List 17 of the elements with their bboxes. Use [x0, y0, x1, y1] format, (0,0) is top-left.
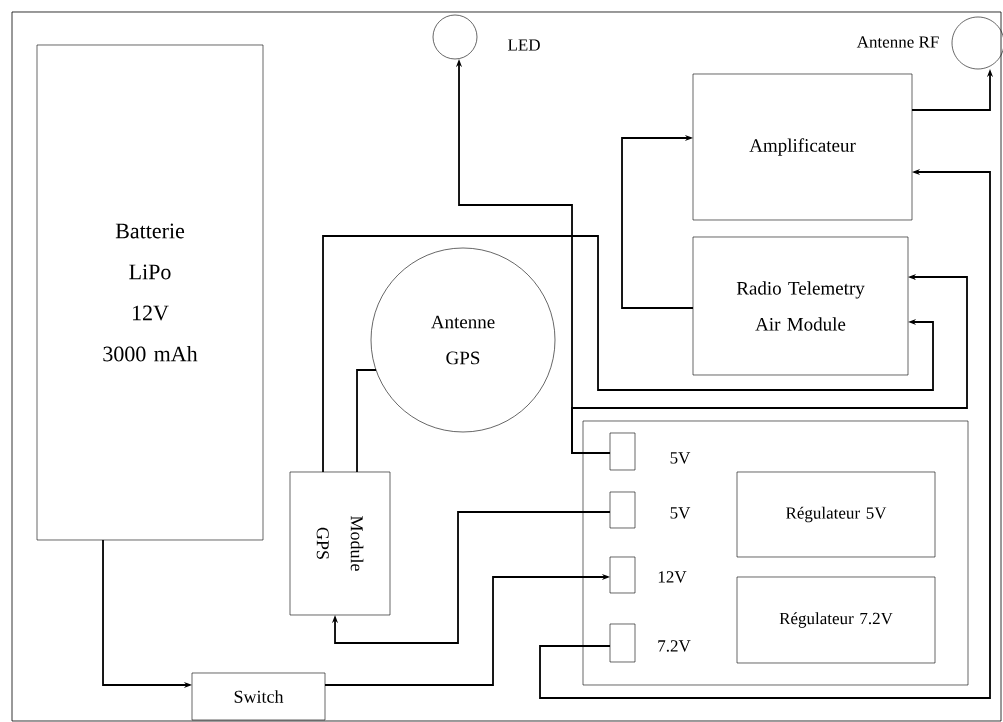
node-label: LED — [507, 39, 540, 51]
block-box: Amplificateur — [692, 73, 913, 221]
board-box — [582, 420, 969, 686]
node-label: 7.2V — [658, 640, 691, 652]
node-label: 5V — [670, 507, 691, 519]
node-label: 12V — [658, 571, 687, 583]
arrow — [331, 511, 611, 644]
block-box: Radio Telemetry Air Module — [692, 236, 909, 376]
block-box: Régulateur 7.2V — [736, 576, 936, 664]
node-label: 5V — [670, 452, 691, 464]
block-box: Régulateur 5V — [736, 471, 936, 558]
arrow — [322, 235, 934, 473]
arrow — [621, 134, 694, 309]
block-box: Module GPS — [289, 471, 391, 616]
node-label: Antenne RF — [856, 36, 939, 48]
block-box: Switch — [191, 672, 326, 721]
block-box: Batterie LiPo 12V 3000 mAh — [36, 44, 264, 541]
